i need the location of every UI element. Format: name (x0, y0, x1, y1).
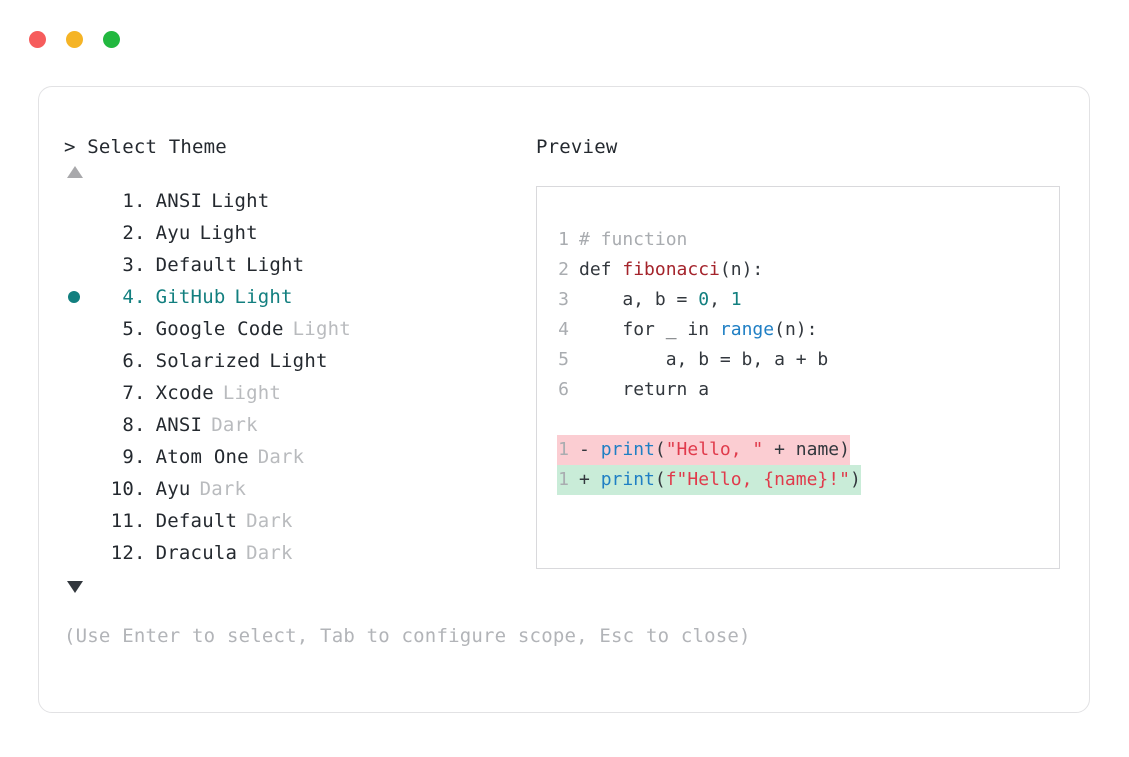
theme-index: 9 (122, 446, 134, 468)
theme-variant-label: Light (211, 190, 270, 212)
theme-variant-label: Light (292, 318, 351, 340)
scroll-down-indicator-icon[interactable] (67, 581, 83, 593)
theme-list-item[interactable]: 7. Xcode Light (64, 382, 534, 414)
theme-index: 2 (122, 222, 134, 244)
theme-name: Ayu (155, 478, 191, 500)
theme-list-item[interactable]: 2. Ayu Light (64, 222, 534, 254)
theme-variant-label: Light (222, 382, 282, 404)
code-line: 4 for _ in range(n): (557, 315, 817, 345)
code-line: 1# function (557, 225, 687, 255)
theme-variant-label: Light (246, 254, 305, 276)
theme-index-separator: . (134, 286, 146, 308)
theme-list-item[interactable]: 12. Dracula Dark (64, 542, 534, 574)
theme-index: 12 (110, 542, 134, 564)
theme-variant-label: Dark (257, 446, 305, 468)
close-button[interactable] (29, 31, 46, 48)
preview-label: Preview (536, 136, 618, 158)
theme-index: 8 (122, 414, 134, 436)
theme-index-separator: . (134, 350, 146, 372)
theme-list-item[interactable]: 11. Default Dark (64, 510, 534, 542)
theme-variant-label: Light (269, 350, 328, 372)
theme-index-separator: . (134, 318, 146, 340)
theme-variant-label: Dark (246, 542, 293, 564)
theme-variant-label: Light (199, 222, 258, 244)
theme-variant-label: Dark (199, 478, 247, 500)
line-number: 1 (558, 229, 569, 250)
theme-name: Default (155, 510, 238, 532)
theme-index: 3 (122, 254, 134, 276)
code-line: 3 a, b = 0, 1 (557, 285, 741, 315)
window-controls (29, 31, 120, 48)
theme-index: 10 (110, 478, 134, 500)
theme-list-item[interactable]: 1. ANSI Light (64, 190, 534, 222)
line-number: 1 (558, 469, 569, 490)
theme-index-separator: . (134, 446, 146, 468)
theme-index-separator: . (134, 222, 146, 244)
prompt-line: > Select Theme (64, 136, 227, 158)
theme-name: Default (155, 254, 238, 276)
theme-name: Dracula (155, 542, 238, 564)
code-line: 5 a, b = b, a + b (557, 345, 828, 375)
theme-index: 6 (122, 350, 134, 372)
line-number: 5 (558, 349, 569, 370)
minimize-button[interactable] (66, 31, 83, 48)
theme-name: Ayu (155, 222, 191, 244)
maximize-button[interactable] (103, 31, 120, 48)
theme-list-item[interactable]: 6. Solarized Light (64, 350, 534, 382)
theme-list-item[interactable]: 8. ANSI Dark (64, 414, 534, 446)
line-number: 1 (558, 439, 569, 460)
line-number: 6 (558, 379, 569, 400)
diff-line-added: 1+ print(f"Hello, {name}!") (557, 465, 861, 495)
theme-list-item[interactable]: 4. GitHub Light (64, 286, 534, 318)
diff-sign: - (579, 439, 601, 460)
theme-variant-label: Dark (246, 510, 293, 532)
theme-list-item[interactable]: 9. Atom One Dark (64, 446, 534, 478)
theme-index-separator: . (134, 190, 146, 212)
theme-list-item[interactable]: 3. Default Light (64, 254, 534, 286)
theme-index: 7 (122, 382, 134, 404)
theme-index: 5 (122, 318, 134, 340)
theme-name: Google Code (155, 318, 284, 340)
theme-name: Solarized (155, 350, 261, 372)
theme-name: Atom One (155, 446, 249, 468)
keyboard-hint: (Use Enter to select, Tab to configure s… (64, 625, 751, 647)
theme-variant-label: Dark (211, 414, 258, 436)
theme-list-item[interactable]: 10. Ayu Dark (64, 478, 534, 510)
theme-index-separator: . (134, 542, 146, 564)
theme-name: Xcode (155, 382, 214, 404)
line-number: 4 (558, 319, 569, 340)
theme-index-separator: . (134, 414, 146, 436)
theme-index: 4 (122, 286, 134, 308)
theme-variant-label: Light (234, 286, 293, 308)
code-spacer (557, 405, 1059, 435)
line-number: 3 (558, 289, 569, 310)
selected-bullet-icon (68, 291, 80, 303)
diff-sign: + (579, 469, 601, 490)
theme-index: 11 (110, 510, 134, 532)
diff-line-deleted: 1- print("Hello, " + name) (557, 435, 850, 465)
theme-index-separator: . (134, 510, 146, 532)
theme-name: ANSI (155, 414, 203, 436)
theme-name: GitHub (155, 286, 226, 308)
code-line: 6 return a (557, 375, 709, 405)
theme-list-item[interactable]: 5. Google Code Light (64, 318, 534, 350)
theme-name: ANSI (155, 190, 203, 212)
scroll-up-indicator-icon[interactable] (67, 166, 83, 178)
theme-index-separator: . (134, 478, 146, 500)
theme-index-separator: . (134, 382, 146, 404)
theme-index-separator: . (134, 254, 146, 276)
line-number: 2 (558, 259, 569, 280)
theme-index: 1 (122, 190, 134, 212)
